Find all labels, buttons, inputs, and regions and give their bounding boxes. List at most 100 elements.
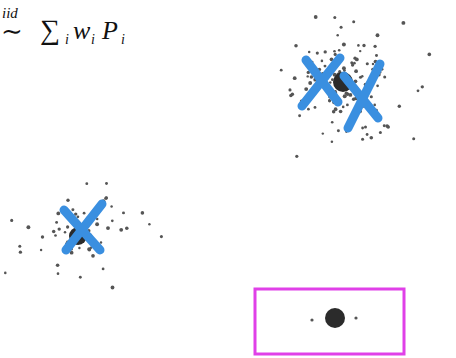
- sample-point: [333, 50, 336, 53]
- sample-point: [18, 245, 21, 248]
- sample-point: [361, 127, 364, 130]
- sample-point: [331, 121, 334, 124]
- sample-point: [295, 155, 298, 158]
- sample-point: [289, 94, 293, 98]
- sample-point: [280, 69, 283, 72]
- sample-point: [71, 208, 74, 211]
- sample-point: [314, 106, 317, 109]
- distribution-sign: ∼: [1, 19, 23, 45]
- sample-point: [64, 231, 67, 234]
- sample-point: [26, 225, 30, 229]
- sample-point: [58, 227, 61, 230]
- subscript: i: [121, 33, 125, 47]
- sample-point: [364, 125, 367, 128]
- sample-point: [366, 62, 369, 65]
- sample-point: [337, 129, 340, 132]
- sample-point: [66, 225, 69, 228]
- sample-point: [417, 89, 420, 92]
- sample-point: [314, 15, 318, 19]
- sample-point: [375, 54, 378, 57]
- sample-point: [307, 108, 310, 111]
- sample-point: [104, 196, 108, 200]
- sample-point: [398, 104, 401, 107]
- sample-point: [322, 132, 324, 134]
- sample-point: [308, 51, 311, 54]
- sample-point: [373, 45, 376, 48]
- sample-point: [55, 221, 58, 224]
- sample-point: [348, 93, 352, 97]
- sample-point: [412, 137, 415, 140]
- highlight-box: [255, 289, 404, 354]
- sample-point: [340, 26, 343, 29]
- sample-point: [376, 33, 380, 37]
- sample-point: [352, 20, 355, 23]
- sample-point: [304, 87, 308, 91]
- sample-point: [85, 182, 88, 185]
- sample-point: [324, 65, 327, 68]
- sample-point: [83, 212, 86, 215]
- sample-point: [306, 75, 308, 77]
- sample-point: [357, 44, 360, 47]
- weight-symbol: w: [73, 18, 90, 44]
- sample-point: [122, 211, 125, 214]
- sample-point: [383, 76, 386, 79]
- sample-point: [342, 106, 345, 109]
- sample-point: [54, 234, 57, 237]
- sample-point: [334, 107, 338, 111]
- sample-point: [91, 254, 95, 258]
- sample-point: [141, 211, 145, 215]
- estimate-cross: [302, 58, 340, 106]
- sample-point: [87, 248, 91, 252]
- sample-point: [79, 276, 82, 279]
- sample-point: [56, 212, 60, 216]
- sample-point: [339, 110, 343, 114]
- sample-point: [379, 131, 382, 134]
- sample-point: [102, 268, 105, 271]
- sample-point: [95, 222, 99, 226]
- sample-point: [332, 110, 335, 113]
- sample-point: [100, 241, 102, 243]
- sample-point: [66, 198, 69, 201]
- sample-point: [4, 272, 7, 275]
- sample-point: [10, 219, 13, 222]
- sample-point: [105, 182, 108, 185]
- sample-point: [346, 103, 349, 106]
- sample-point: [111, 286, 115, 290]
- sample-point: [316, 52, 319, 55]
- component-symbol: P: [102, 18, 118, 44]
- sample-point: [342, 42, 346, 46]
- sample-point: [324, 50, 327, 53]
- sample-point: [288, 88, 291, 91]
- sample-point: [40, 249, 42, 251]
- sample-point: [345, 92, 348, 95]
- sample-point: [78, 247, 80, 249]
- sample-point: [110, 205, 112, 207]
- sample-point: [105, 196, 108, 199]
- sample-point: [355, 57, 359, 61]
- sample-point: [370, 95, 373, 98]
- sample-point: [427, 53, 431, 57]
- sample-point: [421, 85, 424, 88]
- sample-point: [56, 263, 60, 267]
- estimate-cross: [64, 204, 102, 250]
- sample-point: [354, 69, 358, 73]
- subscript: i: [91, 33, 95, 47]
- sample-points: [0, 15, 431, 289]
- subscript: i: [65, 33, 69, 47]
- sample-point: [308, 81, 312, 85]
- sample-point: [298, 114, 301, 117]
- sum-sign: ∑: [40, 16, 60, 44]
- sample-point: [294, 44, 298, 48]
- sample-point: [359, 50, 361, 52]
- sample-point: [353, 62, 356, 65]
- sample-point: [57, 272, 60, 275]
- sample-point: [148, 223, 151, 226]
- sample-point: [359, 76, 362, 79]
- sample-point: [310, 318, 313, 321]
- sample-point: [87, 247, 91, 251]
- sample-point: [293, 76, 297, 80]
- sample-point: [333, 16, 336, 19]
- sample-point: [321, 60, 324, 63]
